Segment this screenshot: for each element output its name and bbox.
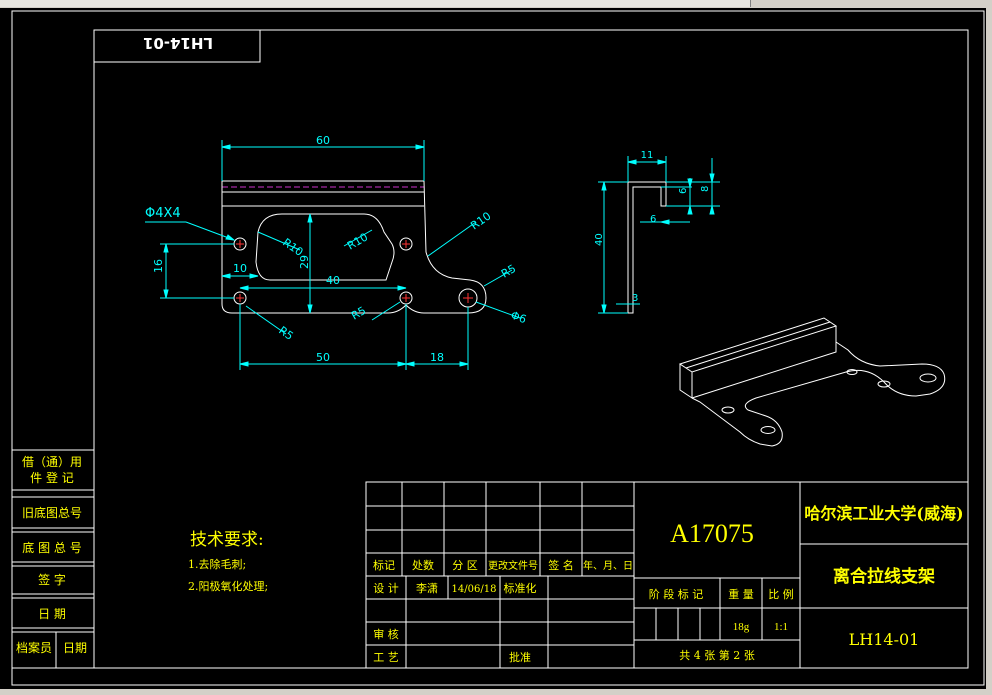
left-stamp-labels: 借（通）用 件 登 记 旧底图总号 底 图 总 号 签 字 日 期 档案员 日期 [16, 455, 87, 655]
process-label: 工 艺 [373, 651, 399, 664]
hdr-mark: 标记 [373, 558, 395, 572]
stamp-archivist-date: 日期 [63, 641, 87, 655]
dim-29: 29 [298, 255, 311, 269]
design-date: 14/06/18 [452, 584, 497, 595]
approve-label: 批准 [509, 650, 531, 664]
dim-r10-c: R10 [468, 209, 493, 232]
window-bottom-edge [0, 689, 992, 695]
title-block-text: A17075 哈尔滨工业大学(威海) 离合拉线支架 LH14-01 标记 处数 … [373, 504, 964, 664]
part-name: 离合拉线支架 [833, 566, 935, 587]
technical-requirements: 技术要求: 1.去除毛刺; 2.阳极氧化处理; [188, 530, 268, 593]
drawing-number-box [93, 29, 261, 63]
side-dim-3: 3 [632, 293, 638, 304]
window-right-edge [986, 8, 992, 695]
side-dim-6-a: 6 [678, 188, 689, 194]
stamp-signature: 签 字 [38, 572, 66, 587]
tech-req-line-1: 1.去除毛刺; [188, 557, 246, 571]
front-dimensions [145, 140, 521, 370]
front-view-cutout [255, 213, 395, 281]
dim-phi6: Φ6 [509, 309, 528, 327]
weight-label: 重 量 [728, 587, 754, 601]
sheet-count: 共 4 张 第 2 张 [679, 648, 754, 662]
hdr-count: 处数 [412, 559, 434, 572]
scale-label: 比 例 [768, 587, 794, 601]
stamp-date: 日 期 [38, 607, 66, 621]
stamp-borrow-line1: 借（通）用 [22, 455, 82, 469]
scale-value: 1:1 [774, 621, 788, 633]
standardization-label: 标准化 [504, 581, 537, 595]
side-dimensions [598, 156, 720, 314]
side-dim-11: 11 [641, 150, 654, 161]
hdr-change-doc: 更改文件号 [488, 559, 538, 572]
window-top-bar [0, 0, 992, 8]
toolbar-segment [630, 0, 751, 7]
sheet-border [11, 10, 985, 686]
dim-18: 18 [430, 351, 444, 364]
side-dim-8: 8 [700, 186, 711, 192]
dim-r10-b: R10 [345, 231, 370, 253]
dim-10: 10 [233, 262, 247, 275]
stamp-archivist: 档案员 [16, 640, 52, 655]
stamp-borrow-line2: 件 登 记 [30, 470, 74, 485]
dim-16: 16 [152, 259, 165, 273]
review-label: 审 核 [373, 627, 399, 641]
left-stamp-table [11, 449, 95, 669]
hdr-date: 年、月、日 [583, 559, 633, 572]
drawing-number: LH14-01 [849, 630, 920, 649]
dim-r5-c: R5 [349, 304, 368, 323]
tech-req-title: 技术要求: [190, 530, 264, 550]
designer-name: 李潇 [416, 581, 438, 595]
hdr-sign: 签 名 [548, 558, 574, 572]
dim-60: 60 [316, 134, 330, 147]
hole [399, 237, 413, 251]
drawing-number-mirrored: LH14-01 [143, 34, 213, 52]
material-label: A17075 [670, 519, 754, 548]
isometric-view [678, 317, 946, 447]
dim-r5-a: R5 [499, 262, 518, 281]
dim-hole-callout: Φ4X4 [145, 206, 181, 221]
side-dim-40: 40 [594, 233, 605, 246]
dim-40: 40 [326, 274, 340, 287]
side-dim-6-b: 6 [650, 214, 656, 225]
hdr-zone: 分 区 [452, 559, 478, 572]
design-label: 设 计 [373, 582, 399, 595]
stamp-base-no: 底 图 总 号 [22, 540, 81, 555]
university-name: 哈尔滨工业大学(威海) [804, 504, 963, 523]
stamp-old-base-no: 旧底图总号 [22, 505, 82, 520]
dim-50: 50 [316, 351, 330, 364]
tech-req-line-2: 2.阳极氧化处理; [188, 579, 268, 593]
title-block-grid [365, 481, 969, 669]
front-view-outline [221, 180, 487, 314]
stage-mark-label: 阶 段 标 记 [649, 587, 704, 601]
dim-r5-b: R5 [276, 324, 295, 343]
weight-value: 18g [733, 621, 750, 633]
